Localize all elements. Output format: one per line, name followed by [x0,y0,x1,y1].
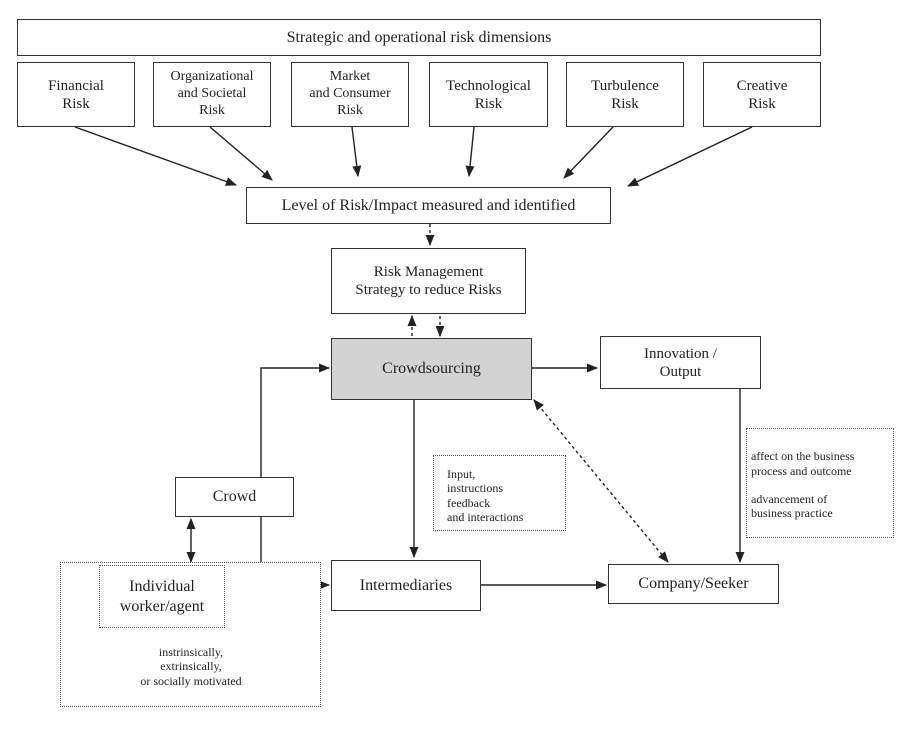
strategy-line: Risk Management [373,264,484,280]
motivation-text: instrinsically, extrinsically, or social… [100,645,282,688]
crowd-label: Crowd [212,488,257,506]
risk-line: Turbulence [591,77,659,94]
arrow-creative-to-level [626,126,753,187]
turbulence-risk-box: Turbulence Risk [566,62,684,127]
risk-line: and Consumer [309,86,391,102]
risk-strategy-box: Risk Management Strategy to reduce Risks [331,248,526,314]
intermediaries-box: Intermediaries [331,560,481,611]
risk-line: and Societal [177,86,247,102]
arrow-organizational-to-level [209,126,273,181]
crowd-box: Crowd [175,477,294,517]
risk-level-label: Level of Risk/Impact measured and identi… [281,196,576,214]
crowdsourcing-box: Crowdsourcing [331,338,532,400]
financial-risk-box: Financial Risk [17,62,135,127]
risk-line: Risk [748,95,776,112]
risk-line: Risk [611,95,639,112]
note-line: process and outcome [751,463,852,478]
arrow-crowdsourcing-company [533,399,669,563]
note-line: affect on the business [751,449,855,464]
risk-line: Risk [337,102,363,118]
innovation-line: Output [659,363,702,380]
arrow-financial-to-level [74,126,238,186]
risk-line: Risk [199,102,225,118]
intermediaries-label: Intermediaries [359,576,453,594]
risk-line: Organizational [170,69,254,85]
motivation-line: instrinsically, [158,645,224,659]
risk-line: Technological [446,77,531,94]
risk-line: Risk [474,95,503,112]
note-line: Input, [447,466,476,481]
company-label: Company/Seeker [638,575,749,593]
company-seeker-box: Company/Seeker [608,564,779,604]
individual-line: Individual [129,578,195,596]
creative-risk-box: Creative Risk [703,62,821,127]
arrow-market-to-level [351,126,362,178]
note-line: business practice [751,506,833,521]
risk-dimensions-header: Strategic and operational risk dimension… [17,19,821,56]
risk-dimensions-title: Strategic and operational risk dimension… [286,28,552,46]
arrow-turbulence-to-level [563,126,614,179]
business-effect-note: affect on the business process and outco… [746,428,894,538]
risk-line: Risk [62,95,90,112]
organizational-societal-risk-box: Organizational and Societal Risk [153,62,271,127]
note-line: and interactions [447,509,524,524]
arrow-technological-to-level [465,126,475,178]
arrow-crowd-to-crowdsourcing [260,363,331,477]
strategy-line: Strategy to reduce Risks [355,282,502,298]
note-line: feedback [447,495,491,510]
market-consumer-risk-box: Market and Consumer Risk [291,62,409,127]
input-instructions-note: Input, instructions feedback and interac… [433,455,566,531]
crowdsourcing-label: Crowdsourcing [382,360,481,378]
technological-risk-box: Technological Risk [429,62,548,127]
risk-level-box: Level of Risk/Impact measured and identi… [246,187,611,224]
note-line: advancement of [751,492,828,506]
motivation-line: or socially motivated [140,673,242,688]
individual-worker-box: Individual worker/agent [99,565,225,628]
risk-line: Financial [48,77,104,94]
innovation-line: Innovation / [644,345,717,362]
individual-line: worker/agent [119,597,205,615]
motivation-line: extrinsically, [160,659,222,674]
note-line: instructions [447,481,503,496]
risk-line: Creative [736,77,788,94]
risk-line: Market [329,69,371,85]
innovation-output-box: Innovation / Output [600,336,761,389]
